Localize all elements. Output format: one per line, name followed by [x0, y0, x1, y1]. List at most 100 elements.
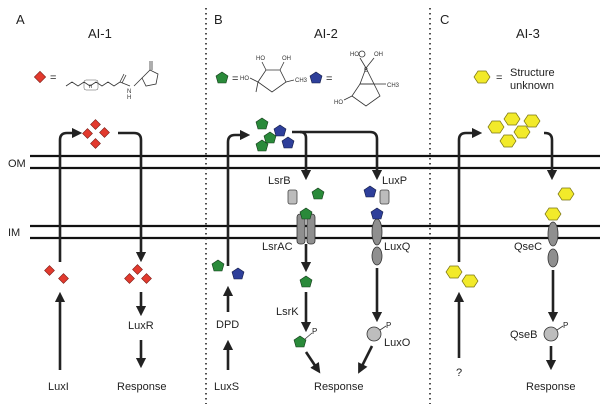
response-c-label: Response	[526, 381, 576, 393]
luxp-label: LuxP	[382, 175, 407, 187]
ai2-green-legend-equals: =	[232, 73, 238, 85]
ai2-to-luxp-arrow	[300, 130, 383, 181]
structure-unknown-line2: unknown	[510, 80, 554, 92]
ai3-molecule	[544, 207, 562, 221]
luxq-label: LuxQ	[384, 241, 411, 253]
ai2-blue-molecule	[370, 207, 384, 220]
ai1-molecule	[82, 128, 93, 139]
ai2-blue-molecule	[363, 185, 377, 198]
ai2-ho3-label: HO	[350, 52, 359, 58]
luxi-label: LuxI	[48, 381, 69, 393]
ai2-green-structure	[249, 61, 295, 93]
om-label: OM	[8, 158, 26, 170]
ai3-molecule	[499, 134, 517, 148]
outer-membrane	[30, 154, 600, 170]
ai2-green-molecule	[255, 117, 269, 130]
ai2-ho4-label: HO	[334, 100, 343, 106]
phosphate-p3-label: P	[563, 321, 568, 330]
ai2-blue-legend-pentagon	[309, 71, 323, 84]
ai1-molecule	[99, 127, 110, 138]
ai3-export-arrow	[457, 127, 483, 262]
response-b-label: Response	[314, 381, 364, 393]
phosphate-bond	[304, 332, 313, 340]
panel-title-ai3: AI-3	[516, 26, 540, 41]
ai2-green-legend-pentagon	[215, 71, 229, 84]
ahl-n-sub: n	[89, 84, 92, 90]
ai1-molecule	[58, 273, 69, 284]
panel-b: B AI-2 = HO OH HO CH3 = B	[211, 12, 411, 393]
lsrac-label: LsrAC	[262, 241, 293, 253]
ai2-green-molecule	[299, 275, 313, 288]
ai1-legend-diamond	[33, 70, 47, 84]
ai2-blue-molecule	[281, 136, 295, 149]
panel-c: C AI-3 = Structure unknown QseC P QseB R…	[440, 12, 576, 393]
ai1-molecule	[90, 119, 101, 130]
qsec-protein	[547, 221, 559, 247]
luxp-protein	[379, 189, 390, 205]
ai2-green-molecule	[211, 259, 225, 272]
luxo-to-response-arrow	[358, 345, 374, 374]
lsr-to-response-arrow	[304, 351, 321, 374]
phospho-ai2-molecule	[293, 335, 307, 348]
phosphate-bond	[556, 325, 564, 331]
ai2-blue-structure	[343, 50, 386, 107]
luxo-label: LuxO	[384, 337, 411, 349]
ahl-n-label: N	[127, 89, 131, 95]
ai3-molecule	[513, 125, 531, 139]
ai2-green-molecule	[311, 187, 325, 200]
ai1-legend-equals: =	[50, 72, 56, 84]
ai1-molecule	[124, 273, 135, 284]
qseb-protein	[543, 326, 559, 342]
ai3-molecule	[487, 120, 505, 134]
phosphate-p2-label: P	[386, 321, 391, 330]
ai2-green-molecule	[263, 131, 277, 144]
lsrb-label: LsrB	[268, 175, 291, 187]
ai2-blue-legend-equals: =	[326, 73, 332, 85]
ai2-ch3-label: CH3	[295, 78, 308, 84]
ai2-export-arrow	[226, 129, 251, 266]
luxq-kinase-domain	[371, 246, 383, 266]
ai1-import-arrow	[118, 131, 147, 263]
ai2-blue-molecule	[273, 124, 287, 137]
luxq-protein	[371, 218, 383, 246]
ai3-legend-equals: =	[496, 72, 502, 84]
qsec-label: QseC	[514, 241, 542, 253]
ai1-export-arrow	[58, 127, 83, 262]
ai2-oh2-label: OH	[374, 52, 383, 58]
qsec-kinase-domain	[547, 248, 559, 268]
ai3-import-arrow	[544, 131, 558, 181]
luxo-protein	[366, 326, 382, 342]
structure-unknown-line1: Structure	[510, 67, 555, 79]
ahl-h-label: H	[127, 95, 131, 101]
qseb-label: QseB	[510, 329, 538, 341]
ai3-molecule	[503, 112, 521, 126]
ai1-molecule	[132, 264, 143, 275]
phosphate-bond	[379, 325, 387, 331]
lsrk-label: LsrK	[276, 306, 299, 318]
panel-letter-b: B	[214, 12, 223, 27]
ai3-legend-hexagon	[473, 70, 491, 84]
ai2-ch3b-label: CH3	[387, 83, 400, 89]
ai2-ho2-label: HO	[240, 76, 249, 82]
phosphate-p1-label: P	[312, 327, 317, 336]
ai1-molecule	[90, 138, 101, 149]
ai3-molecule	[445, 265, 463, 279]
ai3-molecule	[523, 114, 541, 128]
ai2-to-lsrb-arrow	[292, 130, 312, 181]
ai2-b-label: B	[364, 68, 368, 74]
panel-letter-c: C	[440, 12, 449, 27]
unknown-synthase-label: ?	[456, 367, 462, 379]
ai2-oh1-label: OH	[282, 56, 291, 62]
ai2-green-molecule	[299, 207, 313, 220]
ai3-molecule	[557, 187, 575, 201]
luxr-label: LuxR	[128, 320, 154, 332]
im-label: IM	[8, 227, 20, 239]
panel-a: A AI-1 = N H n	[16, 12, 167, 393]
dpd-label: DPD	[216, 319, 239, 331]
panel-title-ai1: AI-1	[88, 26, 112, 41]
ahl-structure	[65, 61, 159, 91]
ai2-ho1-label: HO	[256, 56, 265, 62]
ai2-green-molecule	[255, 139, 269, 152]
